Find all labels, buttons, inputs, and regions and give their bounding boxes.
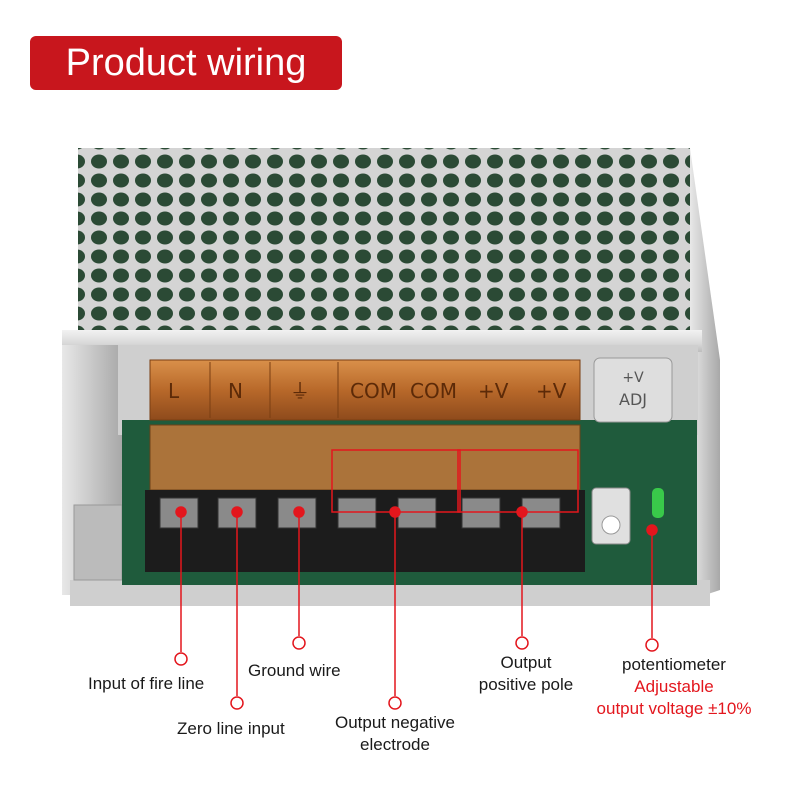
- terminal-com2-label: COM: [410, 379, 457, 403]
- terminal-com1-label: COM: [350, 379, 397, 403]
- terminal-v2-label: +V: [536, 379, 567, 403]
- ground-wire-label: Ground wire: [248, 661, 341, 680]
- negative-electrode-label: Output negative electrode: [320, 712, 470, 756]
- adj-plate: +V ADJ: [593, 357, 673, 423]
- negative-label-line1: Output negative: [334, 713, 456, 732]
- terminal-l-label: L: [168, 379, 180, 403]
- adj-label-bottom: ADJ: [619, 390, 647, 409]
- potentiometer-label-line2: Adjustable: [634, 677, 714, 696]
- terminal-v1-label: +V: [478, 379, 509, 403]
- potentiometer-label: potentiometer Adjustable output voltage …: [582, 654, 766, 720]
- terminal-text: L N ⏚ COM COM +V +V: [168, 379, 567, 403]
- terminal-cover: [149, 359, 581, 491]
- terminal-n-label: N: [228, 379, 243, 403]
- terminal-block: [145, 490, 585, 572]
- title-banner: Product wiring: [30, 36, 342, 90]
- potentiometer-label-line3: output voltage ±10%: [596, 699, 752, 718]
- negative-label-line2: electrode: [360, 735, 430, 754]
- page-title: Product wiring: [65, 42, 307, 84]
- positive-label-line1: Output: [500, 653, 552, 672]
- led-indicator: [652, 488, 664, 518]
- zero-line-label: Zero line input: [177, 719, 285, 738]
- terminal-ground-label: ⏚: [290, 379, 310, 403]
- fire-line-label: Input of fire line: [88, 674, 205, 693]
- positive-pole-label: Output positive pole: [466, 652, 586, 696]
- potentiometer: [591, 487, 664, 545]
- potentiometer-label-line1: potentiometer: [622, 655, 726, 674]
- positive-label-line2: positive pole: [478, 675, 574, 694]
- power-supply-photo: L N ⏚ COM COM +V +V +V ADJ: [62, 148, 720, 606]
- adj-label-top: +V: [622, 370, 644, 386]
